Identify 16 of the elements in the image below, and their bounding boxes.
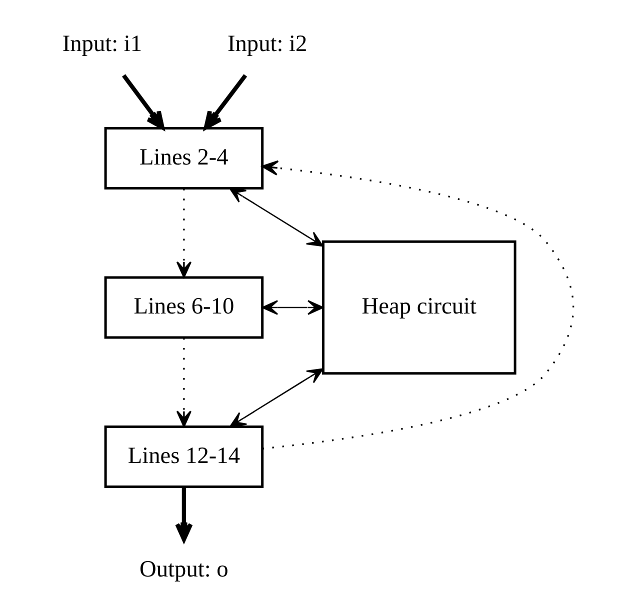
node-text: Output: o xyxy=(140,556,228,582)
arrow xyxy=(176,188,192,278)
arrow xyxy=(262,300,324,315)
node-text: Input: i1 xyxy=(62,30,142,57)
arrow xyxy=(122,74,164,130)
node-text: Input: i2 xyxy=(227,30,308,57)
node-box: Lines 6-10 xyxy=(104,276,264,339)
node-box: Lines 2-4 xyxy=(104,126,264,190)
arrow xyxy=(204,74,248,130)
node-box: Heap circuit xyxy=(322,240,516,375)
arrow xyxy=(176,338,192,428)
arrow xyxy=(175,487,193,542)
arrow xyxy=(229,188,324,247)
arrow xyxy=(262,160,574,450)
node-box: Lines 12-14 xyxy=(104,426,264,488)
arrow xyxy=(230,368,324,428)
